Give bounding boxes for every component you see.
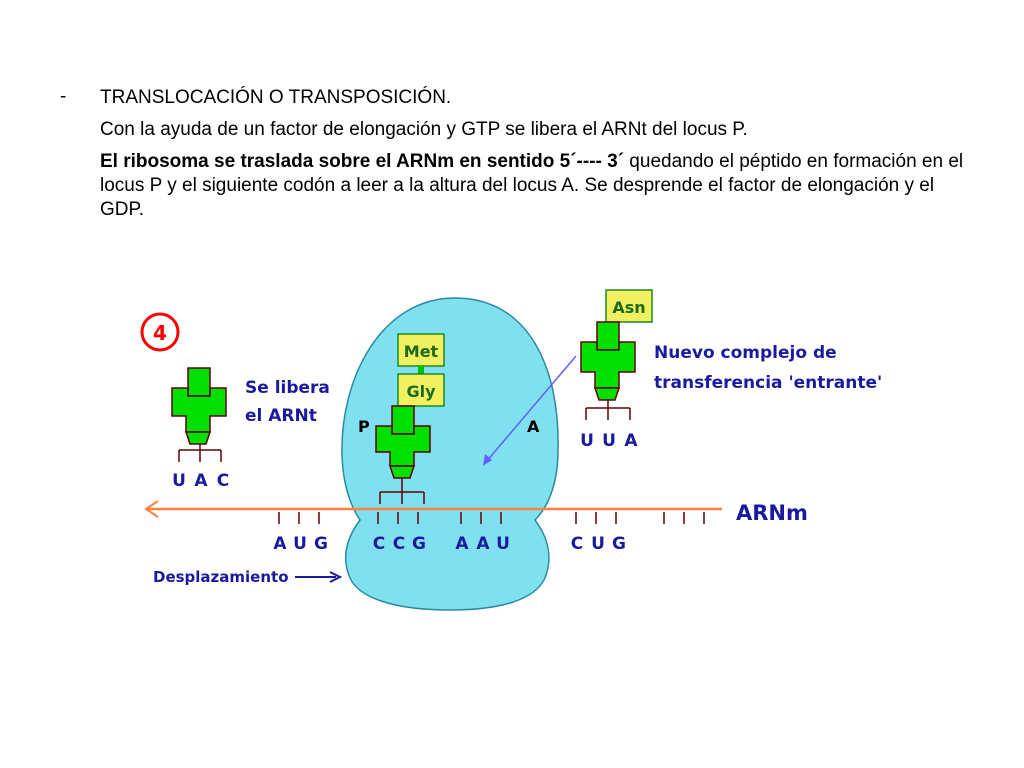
codon-2-base-3: G bbox=[412, 534, 426, 554]
site-a-label: A bbox=[527, 417, 540, 436]
codon-1-base-3: G bbox=[314, 534, 328, 554]
released-trna bbox=[171, 367, 227, 462]
incoming-label-line-1: Nuevo complejo de bbox=[654, 343, 837, 363]
movement-label: Desplazamiento bbox=[153, 568, 289, 586]
movement-arrow-head bbox=[329, 571, 343, 583]
paragraph-translocation-bold: El ribosoma se traslada sobre el ARNm en… bbox=[100, 151, 625, 172]
released-anticodon-2: A bbox=[194, 471, 208, 491]
codon-2-base-2: C bbox=[393, 534, 405, 554]
incoming-anticodon-1: U bbox=[580, 431, 594, 451]
codon-1-base-1: A bbox=[273, 534, 287, 554]
codon-3-base-1: A bbox=[455, 534, 469, 554]
released-label-line-1: Se libera bbox=[245, 378, 330, 398]
mrna-arrow-head bbox=[144, 500, 159, 518]
codon-4-base-2: U bbox=[591, 534, 605, 554]
incoming-anticodon-3: A bbox=[624, 431, 638, 451]
bullet: - bbox=[60, 86, 67, 107]
gly-label: Gly bbox=[406, 382, 436, 401]
codon-4-base-1: C bbox=[571, 534, 583, 554]
pointer-arrow bbox=[485, 355, 577, 463]
pointer-arrow-head bbox=[483, 454, 492, 466]
peptidyl-trna bbox=[375, 333, 445, 504]
heading: TRANSLOCACIÓN O TRANSPOSICIÓN. bbox=[100, 87, 452, 108]
released-anticodon-1: U bbox=[172, 471, 186, 491]
mrna-label: ARNm bbox=[736, 501, 808, 525]
asn-label: Asn bbox=[612, 298, 645, 317]
released-anticodon-3: C bbox=[217, 471, 229, 491]
step-number-circle bbox=[140, 312, 180, 352]
site-p-label: P bbox=[358, 417, 370, 436]
incoming-label-line-2: transferencia 'entrante' bbox=[654, 373, 882, 393]
incoming-anticodon-2: U bbox=[602, 431, 616, 451]
incoming-trna bbox=[580, 289, 653, 420]
paragraph-translocation: El ribosoma se traslada sobre el ARNm en… bbox=[100, 150, 980, 222]
codon-ticks bbox=[278, 512, 705, 524]
codon-4-base-3: G bbox=[612, 534, 626, 554]
codon-3-base-2: A bbox=[476, 534, 490, 554]
codon-2-base-1: C bbox=[373, 534, 385, 554]
paragraph-translocation-rest: quedando el péptido en formación en el l… bbox=[100, 151, 964, 220]
codon-1-base-2: U bbox=[293, 534, 307, 554]
step-number: 4 bbox=[153, 321, 167, 345]
ribosome bbox=[341, 297, 559, 611]
met-label: Met bbox=[404, 342, 439, 361]
released-label-line-2: el ARNt bbox=[245, 406, 317, 426]
paragraph-elongation-factor: Con la ayuda de un factor de elongación … bbox=[100, 119, 748, 140]
codon-3-base-3: U bbox=[496, 534, 510, 554]
